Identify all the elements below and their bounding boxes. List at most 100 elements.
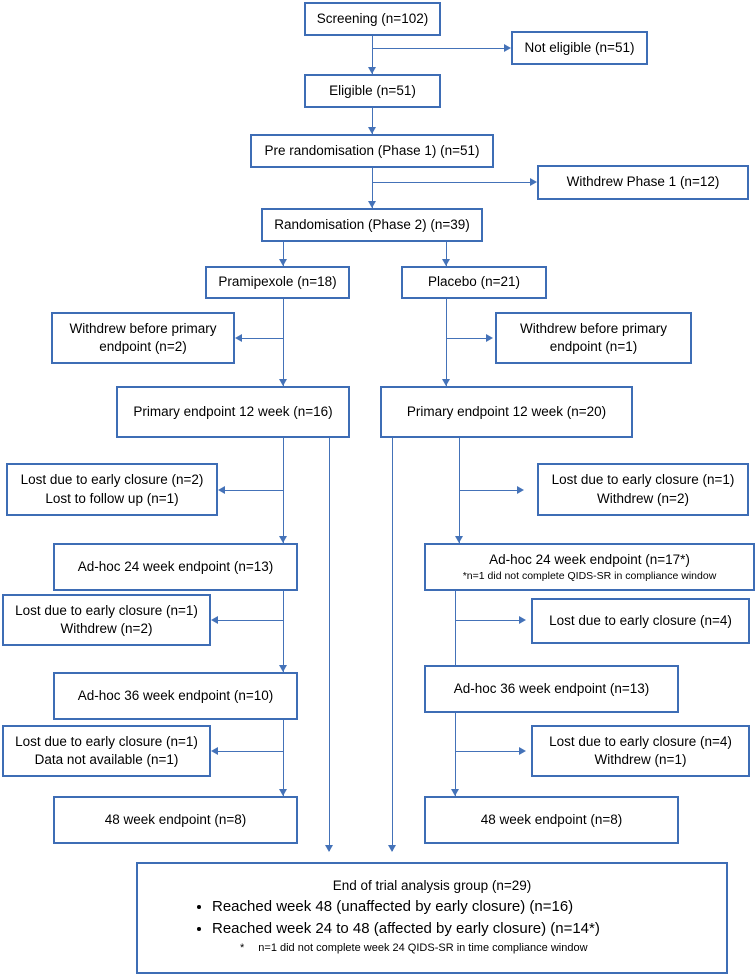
node-left-36w-endpoint-label: Ad-hoc 36 week endpoint (n=10) [77, 687, 274, 703]
node-left-48w-endpoint: 48 week endpoint (n=8) [53, 796, 298, 844]
arrow-left-24w-to-36w [278, 665, 287, 672]
final-analysis-footnote: * n=1 did not complete week 24 QIDS-SR in… [154, 942, 710, 954]
node-right-48w-endpoint-label: 48 week endpoint (n=8) [480, 811, 623, 827]
node-placebo-label: Placebo (n=21) [428, 274, 520, 290]
node-left-24w-endpoint-label: Ad-hoc 24 week endpoint (n=13) [77, 558, 274, 574]
connector-left-36w-spine [283, 720, 284, 796]
node-left-withdrew-before-primary-line2: endpoint (n=2) [99, 339, 187, 354]
connector-placebo-spine [446, 299, 447, 386]
final-analysis-bullets: Reached week 48 (unaffected by early clo… [154, 896, 710, 940]
node-left-loss-36w: Lost due to early closure (n=1) Data not… [2, 725, 211, 777]
arrow-randomisation-to-pramipexole [278, 259, 287, 266]
node-left-loss-36w-line1: Lost due to early closure (n=1) [15, 733, 198, 749]
arrow-placebo-to-withdrew-primary [486, 333, 493, 342]
arrow-left-24w-to-loss [211, 615, 218, 624]
arrow-right-arm-to-final [387, 845, 396, 852]
final-analysis-title: End of trial analysis group (n=29) [332, 878, 532, 893]
node-pre-randomisation: Pre randomisation (Phase 1) (n=51) [250, 134, 494, 168]
connector-right-24w-spine [455, 591, 456, 672]
final-analysis-footnote-star: * [240, 941, 245, 954]
arrow-randomisation-to-placebo [441, 259, 450, 266]
connector-randomisation-stem-right [446, 242, 447, 266]
arrow-right-primary-to-loss [517, 485, 524, 494]
arrow-left-36w-to-loss [211, 746, 218, 755]
arrow-left-arm-to-final [324, 845, 333, 852]
node-left-36w-endpoint: Ad-hoc 36 week endpoint (n=10) [53, 672, 298, 720]
node-left-primary-endpoint-label: Primary endpoint 12 week (n=16) [133, 403, 333, 419]
node-pramipexole-label: Pramipexole (n=18) [218, 274, 337, 290]
arrow-pramipexole-to-primary [278, 379, 287, 386]
node-left-48w-endpoint-label: 48 week endpoint (n=8) [104, 811, 247, 827]
connector-left-primary-spine [283, 438, 284, 543]
arrow-right-36w-to-loss [519, 746, 526, 755]
arrow-left-36w-to-48w [278, 789, 287, 796]
node-right-loss-12w-line1: Lost due to early closure (n=1) [551, 472, 735, 488]
node-right-withdrew-before-primary-line1: Withdrew before primary [519, 320, 668, 336]
connector-left-arm-to-final [329, 438, 330, 851]
node-right-loss-36w-line1: Lost due to early closure (n=4) [549, 733, 732, 749]
connector-right-36w-to-loss [455, 751, 521, 752]
connector-pre-randomisation-to-withdrew [372, 182, 532, 183]
node-final-analysis-group: End of trial analysis group (n=29) Reach… [136, 862, 728, 974]
connector-eligible-to-pre-randomisation [372, 108, 373, 134]
node-screening: Screening (n=102) [304, 2, 441, 36]
node-eligible: Eligible (n=51) [304, 74, 441, 108]
node-right-24w-endpoint-label: Ad-hoc 24 week endpoint (n=17*) [489, 552, 690, 568]
node-randomisation-label: Randomisation (Phase 2) (n=39) [274, 216, 470, 232]
arrow-right-36w-to-48w [450, 789, 459, 796]
connector-left-24w-spine [283, 591, 284, 672]
node-left-loss-24w-line2: Withdrew (n=2) [60, 621, 153, 636]
connector-pramipexole-to-withdrew-primary [242, 338, 283, 339]
node-left-loss-36w-line2: Data not available (n=1) [34, 752, 179, 767]
connector-randomisation-stem [283, 242, 284, 266]
connector-placebo-to-withdrew-primary [446, 338, 488, 339]
node-right-withdrew-before-primary: Withdrew before primary endpoint (n=1) [495, 312, 692, 364]
connector-screening-to-not-eligible [372, 48, 506, 49]
arrow-pramipexole-to-withdrew-primary [235, 333, 242, 342]
node-left-loss-12w-line1: Lost due to early closure (n=2) [20, 472, 204, 488]
connector-left-24w-to-loss [218, 620, 283, 621]
node-right-primary-endpoint-label: Primary endpoint 12 week (n=20) [406, 403, 607, 419]
connector-left-primary-to-loss [225, 490, 283, 491]
arrow-eligible-to-pre-randomisation [367, 127, 376, 134]
node-right-withdrew-before-primary-line2: endpoint (n=1) [549, 339, 638, 354]
node-withdrew-phase1: Withdrew Phase 1 (n=12) [537, 165, 749, 200]
node-right-loss-36w-line2: Withdrew (n=1) [594, 752, 687, 767]
arrow-pre-randomisation-to-randomisation [367, 201, 376, 208]
arrow-right-primary-to-24w [454, 536, 463, 543]
node-withdrew-phase1-label: Withdrew Phase 1 (n=12) [566, 174, 720, 190]
node-right-primary-endpoint: Primary endpoint 12 week (n=20) [380, 386, 633, 438]
node-right-24w-endpoint: Ad-hoc 24 week endpoint (n=17*) *n=1 did… [424, 543, 755, 591]
node-left-loss-12w: Lost due to early closure (n=2) Lost to … [6, 463, 218, 516]
node-right-loss-36w: Lost due to early closure (n=4) Withdrew… [531, 725, 750, 777]
connector-screening-to-eligible [372, 36, 373, 74]
node-left-loss-24w-line1: Lost due to early closure (n=1) [15, 602, 198, 618]
final-analysis-footnote-text: n=1 did not complete week 24 QIDS-SR in … [258, 941, 588, 954]
node-right-48w-endpoint: 48 week endpoint (n=8) [424, 796, 679, 844]
connector-pramipexole-spine [283, 299, 284, 386]
connector-left-36w-to-loss [218, 751, 283, 752]
node-right-loss-24w-label: Lost due to early closure (n=4) [549, 612, 732, 628]
arrow-screening-to-eligible [367, 67, 376, 74]
node-right-36w-endpoint: Ad-hoc 36 week endpoint (n=13) [424, 665, 679, 713]
node-not-eligible-label: Not eligible (n=51) [524, 39, 635, 55]
node-left-24w-endpoint: Ad-hoc 24 week endpoint (n=13) [53, 543, 298, 591]
connector-right-arm-to-final [392, 438, 393, 851]
node-right-24w-endpoint-note: *n=1 did not complete QIDS-SR in complia… [462, 569, 717, 582]
connector-right-36w-spine [455, 713, 456, 796]
node-left-loss-12w-line2: Lost to follow up (n=1) [45, 490, 179, 506]
node-placebo: Placebo (n=21) [401, 266, 547, 299]
node-left-withdrew-before-primary: Withdrew before primary endpoint (n=2) [51, 312, 235, 364]
final-analysis-bullet-2: Reached week 24 to 48 (affected by early… [212, 918, 710, 940]
node-left-withdrew-before-primary-line1: Withdrew before primary [69, 320, 217, 336]
node-randomisation: Randomisation (Phase 2) (n=39) [261, 208, 483, 242]
arrow-placebo-to-primary [441, 379, 450, 386]
node-pramipexole: Pramipexole (n=18) [205, 266, 350, 299]
arrow-left-primary-to-24w [278, 536, 287, 543]
node-eligible-label: Eligible (n=51) [329, 82, 416, 98]
node-left-loss-24w: Lost due to early closure (n=1) Withdrew… [2, 594, 211, 646]
node-right-loss-24w: Lost due to early closure (n=4) [531, 598, 750, 644]
arrow-pre-randomisation-to-withdrew [530, 177, 537, 186]
node-pre-randomisation-label: Pre randomisation (Phase 1) (n=51) [264, 142, 480, 158]
